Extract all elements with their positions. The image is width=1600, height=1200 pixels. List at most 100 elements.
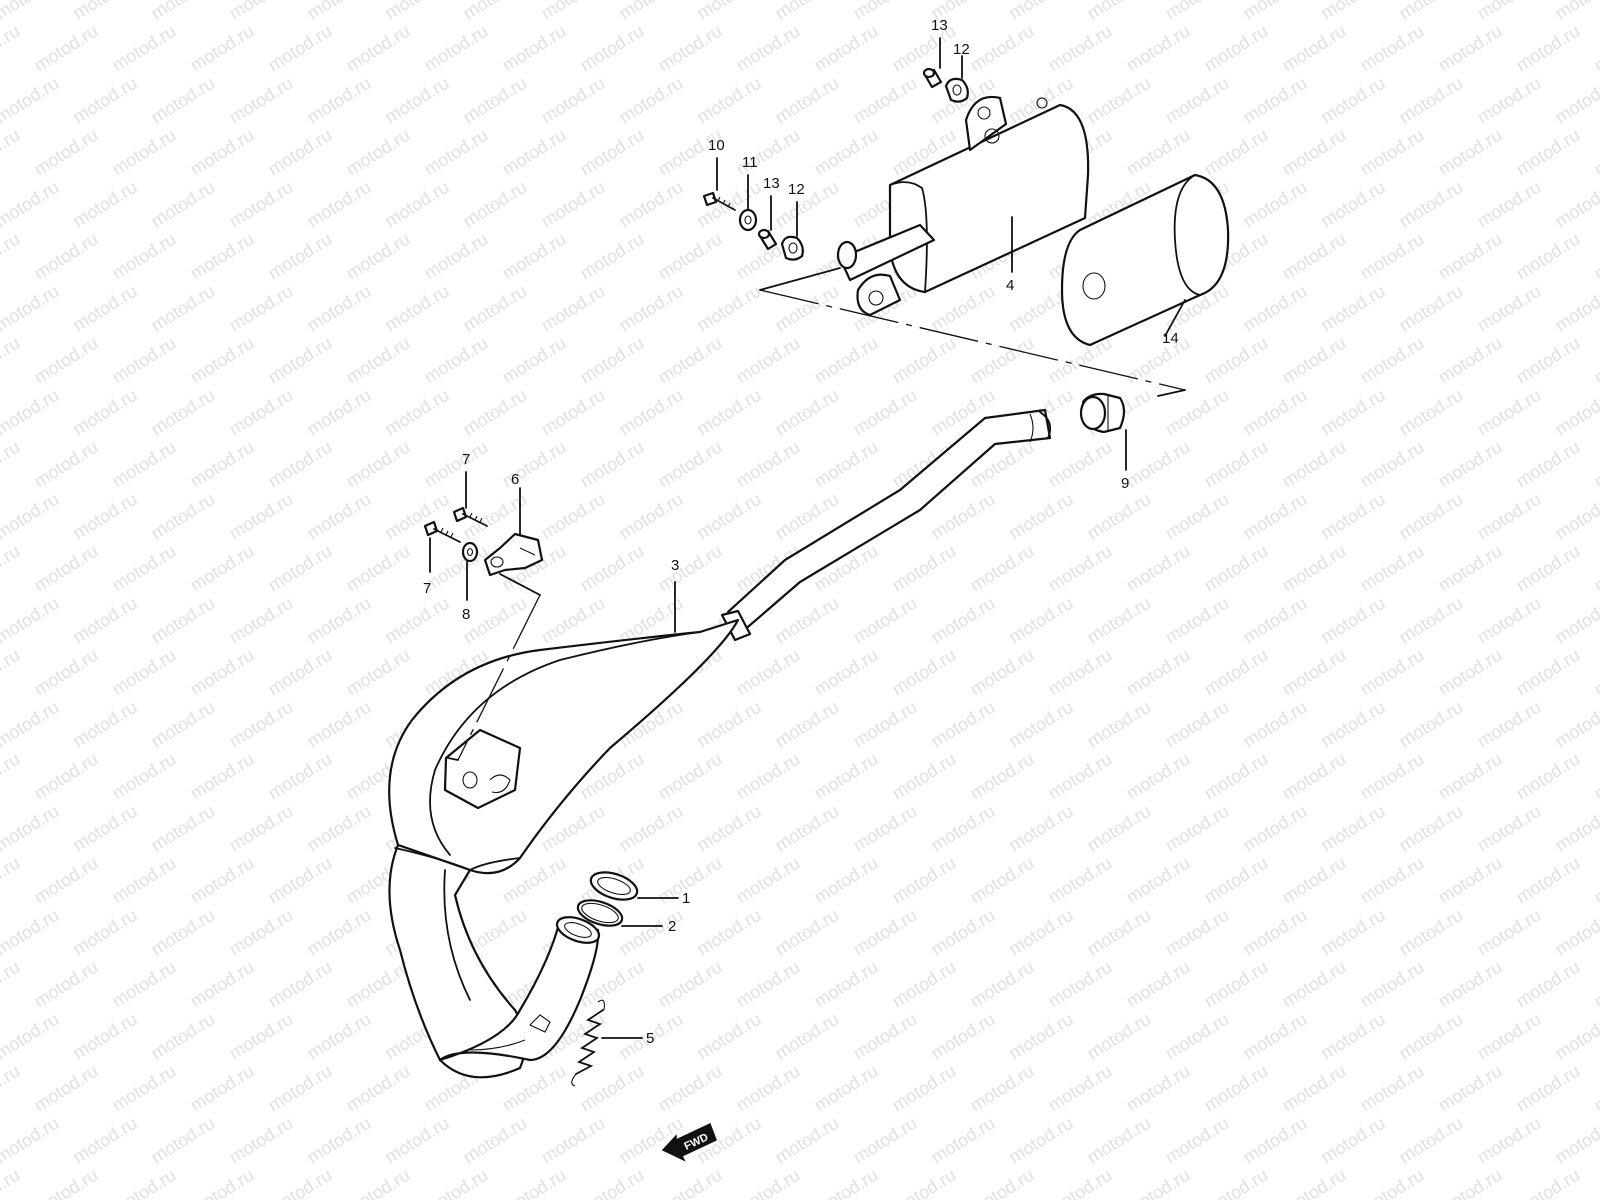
watermark-text: motod.ru bbox=[343, 957, 414, 1012]
watermark-text: motod.ru bbox=[31, 749, 102, 804]
watermark-text: motod.ru bbox=[187, 957, 258, 1012]
watermark-text: motod.ru bbox=[70, 73, 141, 128]
watermark-text: motod.ru bbox=[148, 697, 219, 752]
watermark-text: motod.ru bbox=[1006, 1009, 1077, 1064]
watermark-text: motod.ru bbox=[1279, 853, 1350, 908]
watermark-text: motod.ru bbox=[1435, 1061, 1506, 1116]
watermark-text: motod.ru bbox=[811, 333, 882, 388]
watermark-text: motod.ru bbox=[1435, 229, 1506, 284]
watermark-text: motod.ru bbox=[1201, 853, 1272, 908]
watermark-text: motod.ru bbox=[1318, 593, 1389, 648]
watermark-text: motod.ru bbox=[1396, 801, 1467, 856]
watermark-text: motod.ru bbox=[1357, 749, 1428, 804]
watermark-text: motod.ru bbox=[694, 385, 765, 440]
watermark-text: motod.ru bbox=[1201, 645, 1272, 700]
watermark-text: motod.ru bbox=[889, 333, 960, 388]
watermark-text: motod.ru bbox=[265, 645, 336, 700]
watermark-text: motod.ru bbox=[226, 489, 297, 544]
watermark-text: motod.ru bbox=[148, 1009, 219, 1064]
watermark-text: motod.ru bbox=[0, 1165, 23, 1200]
watermark-text: motod.ru bbox=[1045, 1061, 1116, 1116]
watermark-text: motod.ru bbox=[109, 1165, 180, 1200]
watermark-text: motod.ru bbox=[499, 125, 570, 180]
watermark-text: motod.ru bbox=[382, 177, 453, 232]
watermark-text: motod.ru bbox=[1201, 1165, 1272, 1200]
watermark-text: motod.ru bbox=[226, 281, 297, 336]
watermark-text: motod.ru bbox=[187, 541, 258, 596]
watermark-text: motod.ru bbox=[1435, 541, 1506, 596]
watermark-text: motod.ru bbox=[1552, 801, 1600, 856]
watermark-text: motod.ru bbox=[1474, 697, 1545, 752]
watermark-text: motod.ru bbox=[499, 21, 570, 76]
watermark-text: motod.ru bbox=[0, 593, 62, 648]
watermark-text: motod.ru bbox=[265, 437, 336, 492]
watermark-text: motod.ru bbox=[538, 489, 609, 544]
watermark-text: motod.ru bbox=[1396, 1113, 1467, 1168]
watermark-text: motod.ru bbox=[1552, 177, 1600, 232]
watermark-text: motod.ru bbox=[928, 905, 999, 960]
watermark-text: motod.ru bbox=[1474, 73, 1545, 128]
watermark-text: motod.ru bbox=[0, 801, 62, 856]
watermark-text: motod.ru bbox=[1552, 489, 1600, 544]
watermark-text: motod.ru bbox=[304, 1113, 375, 1168]
watermark-text: motod.ru bbox=[733, 645, 804, 700]
watermark-text: motod.ru bbox=[70, 697, 141, 752]
watermark-text: motod.ru bbox=[889, 1165, 960, 1200]
watermark-text: motod.ru bbox=[1513, 853, 1584, 908]
watermark-text: motod.ru bbox=[811, 853, 882, 908]
watermark-text: motod.ru bbox=[460, 1113, 531, 1168]
watermark-text: motod.ru bbox=[148, 801, 219, 856]
watermark-text: motod.ru bbox=[1396, 177, 1467, 232]
watermark-text: motod.ru bbox=[967, 1061, 1038, 1116]
watermark-text: motod.ru bbox=[1591, 437, 1600, 492]
watermark-text: motod.ru bbox=[967, 957, 1038, 1012]
watermark-text: motod.ru bbox=[1513, 957, 1584, 1012]
watermark-text: motod.ru bbox=[0, 905, 62, 960]
watermark-text: motod.ru bbox=[382, 1113, 453, 1168]
watermark-text: motod.ru bbox=[226, 1113, 297, 1168]
watermark-text: motod.ru bbox=[226, 905, 297, 960]
gasket-part-1: 1 bbox=[589, 871, 690, 907]
watermark-text: motod.ru bbox=[655, 541, 726, 596]
callout-13a: 13 bbox=[931, 17, 948, 34]
watermark-text: motod.ru bbox=[772, 177, 843, 232]
watermark-text: motod.ru bbox=[1201, 21, 1272, 76]
watermark-text: motod.ru bbox=[772, 73, 843, 128]
watermark-text: motod.ru bbox=[1123, 125, 1194, 180]
watermark-text: motod.ru bbox=[1279, 437, 1350, 492]
watermark-text: motod.ru bbox=[148, 905, 219, 960]
watermark-text: motod.ru bbox=[304, 489, 375, 544]
watermark-text: motod.ru bbox=[70, 385, 141, 440]
watermark-text: motod.ru bbox=[421, 437, 492, 492]
watermark-text: motod.ru bbox=[655, 1061, 726, 1116]
callout-9: 9 bbox=[1121, 475, 1129, 492]
watermark-text: motod.ru bbox=[850, 1009, 921, 1064]
watermark-text: motod.ru bbox=[772, 593, 843, 648]
watermark-text: motod.ru bbox=[109, 957, 180, 1012]
watermark-text: motod.ru bbox=[811, 437, 882, 492]
watermark-text: motod.ru bbox=[889, 957, 960, 1012]
muffler-bolt-set: 10 11 13 12 13 12 bbox=[702, 17, 970, 261]
watermark-text: motod.ru bbox=[304, 593, 375, 648]
watermark-text: motod.ru bbox=[616, 73, 687, 128]
watermark-text: motod.ru bbox=[187, 437, 258, 492]
watermark-text: motod.ru bbox=[1396, 697, 1467, 752]
watermark-text: motod.ru bbox=[31, 437, 102, 492]
watermark-text: motod.ru bbox=[1357, 957, 1428, 1012]
watermark-text: motod.ru bbox=[1162, 1113, 1233, 1168]
watermark-text: motod.ru bbox=[1357, 21, 1428, 76]
watermark-text: motod.ru bbox=[0, 1061, 23, 1116]
watermark-text: motod.ru bbox=[31, 645, 102, 700]
watermark-text: motod.ru bbox=[655, 957, 726, 1012]
watermark-text: motod.ru bbox=[1045, 437, 1116, 492]
watermark-text: motod.ru bbox=[70, 801, 141, 856]
watermark-text: motod.ru bbox=[1240, 697, 1311, 752]
watermark-text: motod.ru bbox=[226, 593, 297, 648]
callout-12b: 12 bbox=[788, 181, 805, 198]
watermark-text: motod.ru bbox=[655, 437, 726, 492]
watermark-text: motod.ru bbox=[343, 21, 414, 76]
watermark-text: motod.ru bbox=[1084, 0, 1155, 23]
watermark-text: motod.ru bbox=[187, 853, 258, 908]
watermark-text: motod.ru bbox=[0, 1113, 62, 1168]
watermark-text: motod.ru bbox=[1474, 801, 1545, 856]
